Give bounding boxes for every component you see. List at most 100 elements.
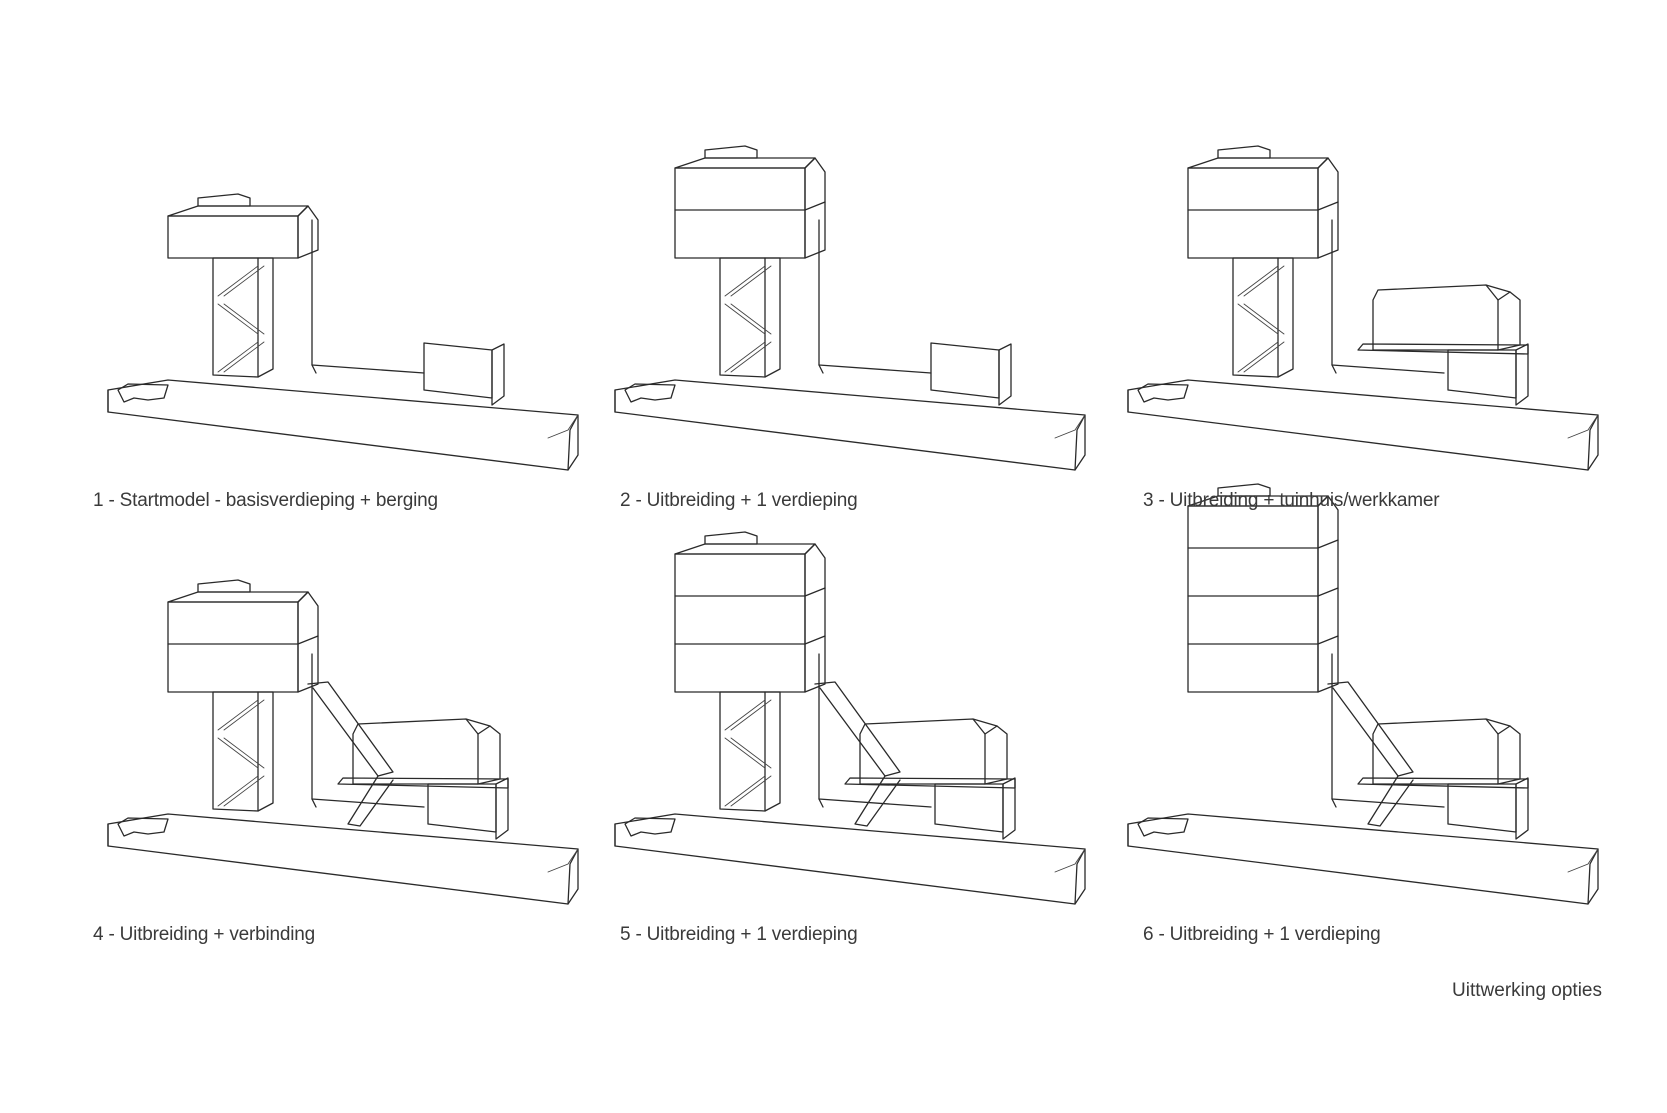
upper-volume-side xyxy=(1317,157,1339,259)
stair-flight xyxy=(724,699,766,731)
street-curb xyxy=(624,817,676,837)
roof xyxy=(1187,495,1329,507)
ground-edge xyxy=(1074,414,1086,471)
floor-line xyxy=(674,201,826,211)
tuinhuis-ridge xyxy=(1485,718,1511,727)
ground-edge xyxy=(567,848,579,905)
ground-edge xyxy=(1074,848,1086,905)
berging-side xyxy=(1515,777,1529,840)
bridge-ramp xyxy=(854,775,901,827)
upper-volume-front xyxy=(167,601,299,693)
roof xyxy=(167,205,309,217)
terrace-slab xyxy=(337,777,509,789)
terrace-slab xyxy=(1357,343,1529,355)
berging-front xyxy=(427,783,497,833)
tuinhuis-side xyxy=(1497,725,1521,785)
ground-edge xyxy=(1567,848,1599,873)
roof-box xyxy=(1217,145,1271,159)
upper-volume-front xyxy=(1187,505,1319,693)
stair-core xyxy=(719,257,781,378)
upper-volume-front xyxy=(1187,167,1319,259)
bridge-stair xyxy=(814,681,901,777)
stair-flight xyxy=(724,303,766,335)
stair-core xyxy=(212,691,274,812)
bridge-ramp xyxy=(1367,775,1414,827)
tuinhuis xyxy=(1372,284,1499,351)
ground-edge xyxy=(547,414,579,439)
tuinhuis xyxy=(352,718,479,785)
stair-flight xyxy=(724,775,766,807)
caption-option-2: 2 - Uitbreiding + 1 verdieping xyxy=(620,490,858,511)
stair-core xyxy=(212,257,274,378)
stair-flight xyxy=(217,303,259,335)
floor-line xyxy=(1187,201,1339,211)
berging-front xyxy=(934,783,1004,833)
stair-flight xyxy=(724,737,766,769)
garden-wall xyxy=(818,364,824,374)
stair-flight xyxy=(217,737,259,769)
ground-slab xyxy=(107,379,579,471)
ground-edge xyxy=(547,848,579,873)
tuinhuis xyxy=(1372,718,1499,785)
caption-option-3: 3 - Uitbreiding + tuinhuis/werkkamer xyxy=(1143,490,1440,511)
floor-line xyxy=(1187,587,1339,597)
street-curb xyxy=(1137,383,1189,403)
berging-side xyxy=(495,777,509,840)
roof xyxy=(674,157,816,169)
floor-line xyxy=(674,635,826,645)
terrace-slab xyxy=(1357,777,1529,789)
upper-volume-side xyxy=(1317,495,1339,693)
tuinhuis-ridge xyxy=(972,718,998,727)
stair-flight xyxy=(1243,265,1285,297)
upper-volume-side xyxy=(297,591,319,693)
tuinhuis-side xyxy=(984,725,1008,785)
stair-flight xyxy=(730,775,772,807)
ground-slab xyxy=(614,379,1086,471)
stair-flight xyxy=(223,303,265,335)
tuinhuis-side xyxy=(477,725,501,785)
ground-edge xyxy=(1587,414,1599,471)
tuinhuis xyxy=(859,718,986,785)
stair-flight xyxy=(223,775,265,807)
model-option-4 xyxy=(107,579,579,905)
stair-flight xyxy=(730,265,772,297)
upper-volume-side xyxy=(804,157,826,259)
floor-line xyxy=(1187,635,1339,645)
stair-flight xyxy=(1237,341,1279,373)
ground-edge xyxy=(567,414,579,471)
roof xyxy=(674,543,816,555)
stair-flight xyxy=(217,775,259,807)
stair-flight xyxy=(217,265,259,297)
roof-box xyxy=(197,193,251,207)
stair-core xyxy=(1232,257,1294,378)
upper-volume-front xyxy=(674,167,806,259)
stair-flight xyxy=(223,699,265,731)
stair-flight xyxy=(1237,303,1279,335)
stair-flight xyxy=(730,341,772,373)
garden-wall xyxy=(311,364,317,374)
roof-box xyxy=(704,531,758,545)
upper-volume-front xyxy=(167,215,299,259)
roof-box xyxy=(704,145,758,159)
berging-side xyxy=(1515,343,1529,406)
upper-volume-front xyxy=(674,553,806,693)
upper-volume-side xyxy=(804,543,826,693)
stair-flight xyxy=(223,265,265,297)
floor-line xyxy=(1187,539,1339,549)
stair-flight xyxy=(724,265,766,297)
tuinhuis-side xyxy=(1497,291,1521,351)
model-option-3 xyxy=(1127,145,1599,471)
model-option-2 xyxy=(614,145,1086,471)
caption-option-6: 6 - Uitbreiding + 1 verdieping xyxy=(1143,924,1381,945)
ground-edge xyxy=(1054,414,1086,439)
tuinhuis-ridge xyxy=(1485,284,1511,293)
garden-wall xyxy=(818,798,824,808)
roof-box xyxy=(197,579,251,593)
terrace-slab xyxy=(844,777,1016,789)
stair-flight xyxy=(217,699,259,731)
model-option-6 xyxy=(1127,483,1599,905)
stair-flight xyxy=(223,737,265,769)
caption-option-4: 4 - Uitbreiding + verbinding xyxy=(93,924,316,945)
stair-flight xyxy=(223,341,265,373)
tuinhuis-ridge xyxy=(465,718,491,727)
